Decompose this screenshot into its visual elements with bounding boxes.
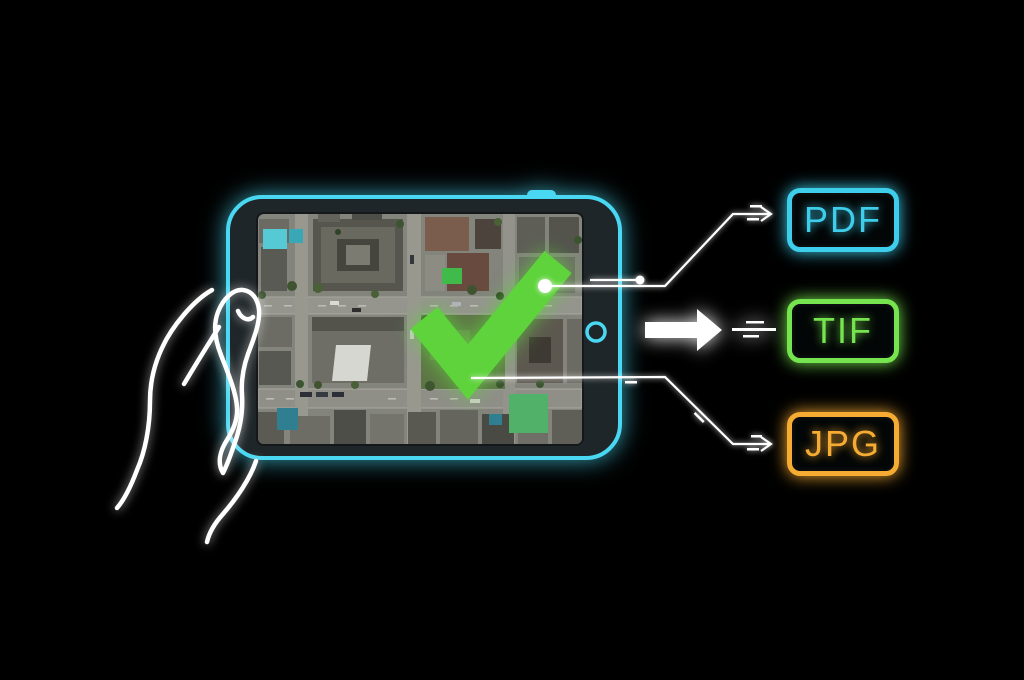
arrow-right-icon — [645, 309, 776, 351]
format-badge-tif[interactable]: TIF — [787, 299, 899, 363]
format-badge-jpg-label: JPG — [804, 423, 881, 464]
connector-line-top — [545, 205, 773, 288]
overlay-square-teal-dark — [277, 408, 298, 430]
connector-line-bottom — [470, 375, 773, 452]
map-overlay-squares — [263, 229, 548, 433]
format-badge-jpg[interactable]: JPG — [787, 412, 899, 476]
overlay-square-green — [509, 394, 548, 433]
arrowhead-icon — [760, 436, 773, 452]
overlay-square-teal-tiny — [489, 414, 502, 425]
map-screen — [258, 214, 582, 444]
overlay-square-teal — [289, 229, 303, 243]
format-badge-pdf-label: PDF — [804, 199, 882, 240]
arrowhead-icon — [760, 206, 773, 222]
hand-outline-icon — [114, 287, 262, 545]
overlay-square-green-small — [442, 268, 462, 284]
checkmark-icon — [410, 250, 572, 400]
overlay-square-cyan — [263, 229, 287, 249]
format-badge-tif-label: TIF — [813, 310, 873, 351]
format-badge-pdf[interactable]: PDF — [787, 188, 899, 252]
camera-dot-icon — [585, 321, 607, 343]
